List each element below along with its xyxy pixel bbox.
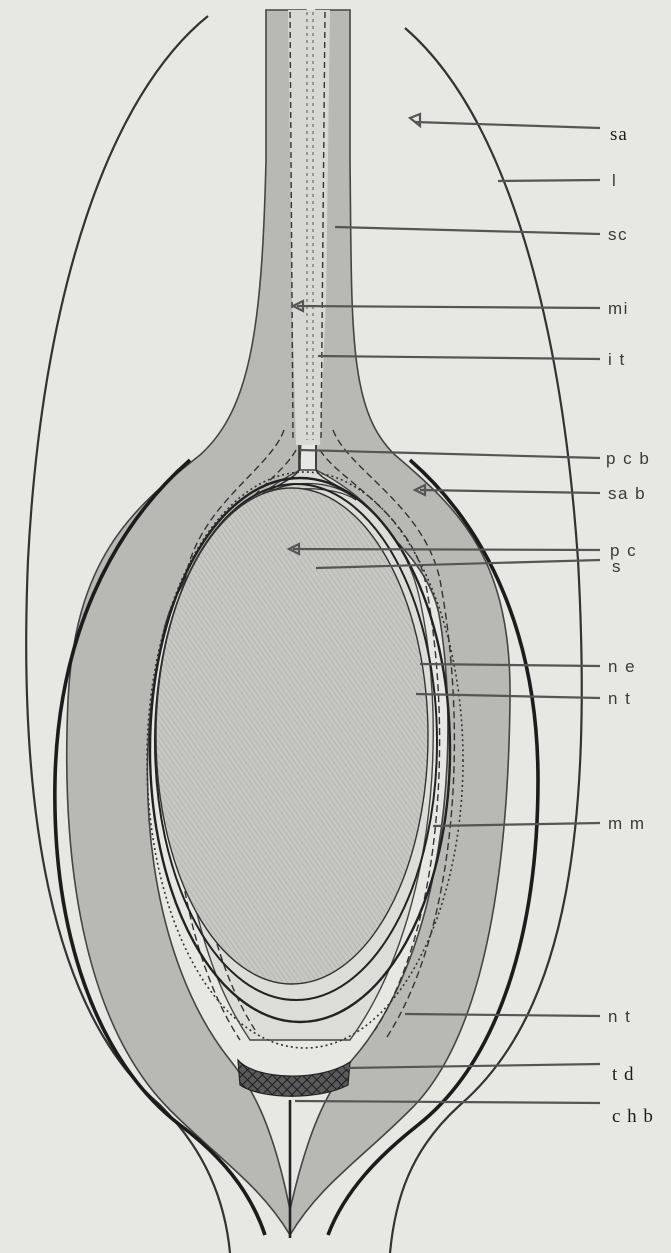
- leader-sa: [415, 122, 600, 128]
- label-s: s: [612, 557, 622, 576]
- megagametophyte: [156, 488, 428, 984]
- label-sc: sc: [608, 225, 628, 244]
- label-sa: sa: [610, 124, 628, 145]
- label-it: i t: [608, 350, 626, 369]
- leader-l: [498, 180, 600, 181]
- label-l: l: [612, 171, 617, 190]
- label-pcb: p c b: [606, 449, 650, 468]
- label-mm: m m: [608, 814, 646, 833]
- leader-pc: [293, 549, 600, 550]
- label-chb: c h b: [612, 1106, 654, 1127]
- label-ne: n e: [608, 657, 636, 676]
- tracheid-disc: [238, 1060, 350, 1096]
- label-sab: sa b: [608, 484, 646, 503]
- label-nt-lower: n t: [608, 1007, 631, 1026]
- label-nt-upper: n t: [608, 689, 631, 708]
- label-td: t d: [612, 1064, 635, 1085]
- arrow-sa: [410, 114, 420, 126]
- leader-it: [318, 356, 600, 359]
- leader-sc: [335, 227, 600, 234]
- label-mi: mi: [608, 299, 629, 318]
